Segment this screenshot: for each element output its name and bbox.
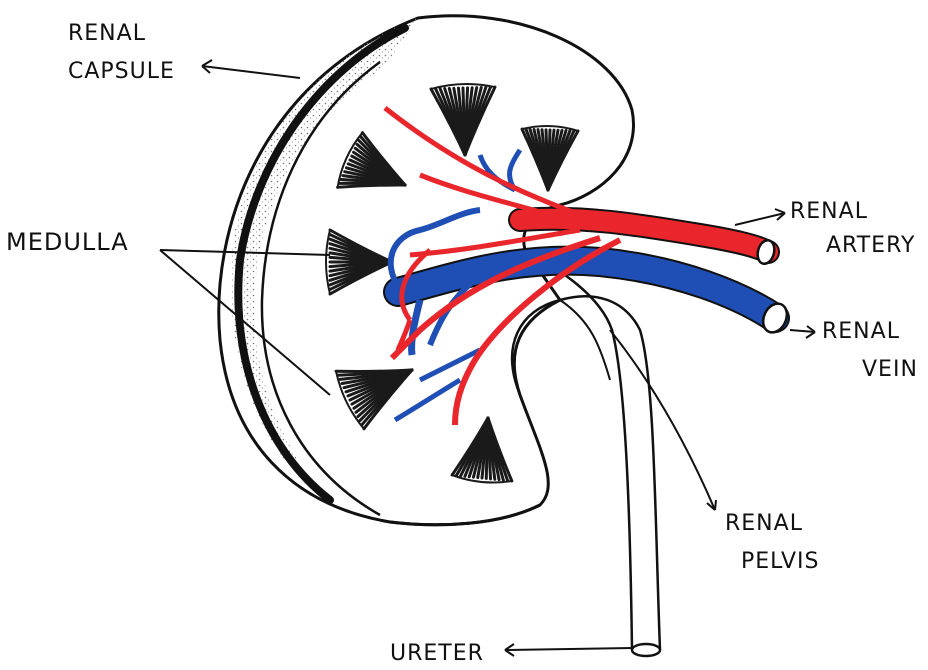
label-renal-vein: RENAL VEIN [822, 320, 918, 382]
label-renal-pelvis-line1: RENAL [725, 512, 820, 536]
ureter [632, 644, 660, 656]
label-medulla: MEDULLA [6, 230, 129, 254]
label-renal-pelvis-line2: PELVIS [741, 550, 820, 574]
label-renal-vein-line1: RENAL [822, 320, 918, 344]
label-renal-artery-line1: RENAL [790, 200, 915, 224]
label-renal-capsule: RENAL CAPSULE [68, 22, 175, 84]
label-renal-vein-line2: VEIN [862, 358, 918, 382]
label-renal-artery-line2: ARTERY [826, 234, 915, 258]
label-renal-capsule-line1: RENAL [68, 22, 175, 46]
label-renal-pelvis: RENAL PELVIS [725, 512, 820, 574]
label-renal-capsule-line2: CAPSULE [68, 60, 175, 84]
label-renal-artery: RENAL ARTERY [790, 200, 915, 258]
label-ureter: URETER [390, 642, 484, 666]
